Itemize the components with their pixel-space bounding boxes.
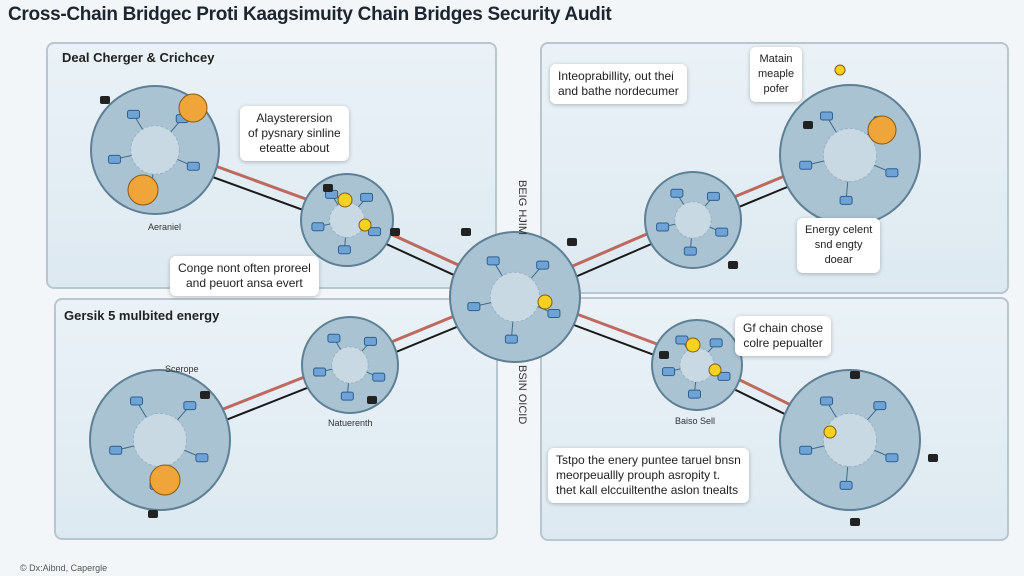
device-icon (337, 245, 351, 255)
node-label-top-left-big: Aeraniel (148, 222, 182, 232)
panel-title-top-left: Deal Cherger & Crichcey (62, 50, 215, 65)
node-core-blSmall (331, 346, 369, 384)
device-icon (183, 401, 197, 411)
device-icon (467, 302, 481, 312)
lock-icon (367, 396, 377, 404)
node-core-brBig (822, 412, 878, 468)
device-icon (130, 396, 144, 406)
emoji-face-icon (708, 363, 722, 377)
device-icon (715, 227, 729, 237)
lock-icon (461, 228, 471, 236)
lock-icon (148, 510, 158, 518)
node-core-trBig (822, 127, 878, 183)
callout-right-mid: Energy celent snd engty doear (797, 218, 881, 273)
device-icon (687, 389, 701, 399)
device-icon (368, 227, 382, 237)
device-icon (340, 391, 354, 401)
device-icon (360, 192, 374, 202)
device-icon (709, 338, 723, 348)
node-core-blBig (132, 412, 188, 468)
device-icon (363, 336, 377, 346)
device-icon (839, 480, 853, 490)
device-icon (195, 453, 209, 463)
device-icon (107, 154, 121, 164)
lock-icon (567, 238, 577, 246)
callout-bottom-right: Gf chain chose colre pepualter (735, 316, 832, 356)
device-icon (717, 371, 731, 381)
lock-icon (850, 518, 860, 526)
lock-icon (803, 121, 813, 129)
callout-top-right-small: Matain meaple pofer (750, 47, 803, 102)
lock-icon (100, 96, 110, 104)
footer-copyright: © Dx:Aibnd, Capergle (20, 563, 108, 573)
lock-icon (850, 371, 860, 379)
device-icon (885, 168, 899, 178)
callout-bottom-center: Tstpo the enery puntee taruel bnsn meorp… (548, 448, 749, 503)
device-icon (820, 396, 834, 406)
device-icon (656, 222, 670, 232)
node-label-bottom-right-small: Baiso Sell (675, 416, 716, 426)
vertical-label-lower: BSIN OICID (516, 365, 528, 425)
lock-icon (928, 454, 938, 462)
node-core-trSmall (674, 201, 712, 239)
lock-icon (200, 391, 210, 399)
device-icon (186, 161, 200, 171)
emoji-face-icon (823, 425, 837, 439)
emoji-face-icon (537, 294, 553, 310)
node-label-bottom-left-small: Natuerenth (328, 418, 373, 428)
emoji-face-icon (358, 218, 372, 232)
device-icon (706, 191, 720, 201)
node-core-brSmall (679, 347, 715, 383)
lock-icon (323, 184, 333, 192)
callout-middle-left: Conge nont often proreel and peuort ansa… (170, 256, 319, 296)
device-icon (839, 195, 853, 205)
page-title: Cross-Chain Bridgec Proti Kaagsimuity Ch… (8, 4, 612, 25)
lock-icon (390, 228, 400, 236)
device-icon (662, 367, 676, 377)
device-icon (327, 333, 341, 343)
lock-icon (728, 261, 738, 269)
panel-title-bottom-left: Gersik 5 mulbited energy (64, 308, 220, 323)
device-icon (799, 160, 813, 170)
node-core-center (489, 271, 541, 323)
device-icon (885, 453, 899, 463)
emoji-face-icon (178, 93, 208, 123)
emoji-face-icon (149, 464, 181, 496)
lock-icon (659, 351, 669, 359)
device-icon (536, 260, 550, 270)
device-icon (372, 372, 386, 382)
emoji-face-icon (685, 337, 701, 353)
callout-top-right: Inteoprabillity, out thei and bathe nord… (550, 64, 687, 104)
device-icon (799, 445, 813, 455)
device-icon (504, 334, 518, 344)
device-icon (311, 222, 325, 232)
device-icon (486, 256, 500, 266)
vertical-label-upper: BEIG HJIM (516, 180, 528, 236)
node-label-bottom-left-big: Scerope (165, 364, 199, 374)
device-icon (127, 109, 141, 119)
device-icon (670, 188, 684, 198)
emoji-face-icon (127, 174, 159, 206)
device-icon (820, 111, 834, 121)
device-icon (683, 246, 697, 256)
device-icon (873, 401, 887, 411)
device-icon (313, 367, 327, 377)
callout-top-left: Alaysterersion of pysnary sinline eteatt… (240, 106, 349, 161)
emoji-face-icon (337, 192, 353, 208)
emoji-face-icon (834, 64, 846, 76)
node-core-tlBig (130, 125, 180, 175)
emoji-face-icon (867, 115, 897, 145)
device-icon (109, 445, 123, 455)
node-core-tlSmall (329, 202, 365, 238)
device-icon (547, 308, 561, 318)
